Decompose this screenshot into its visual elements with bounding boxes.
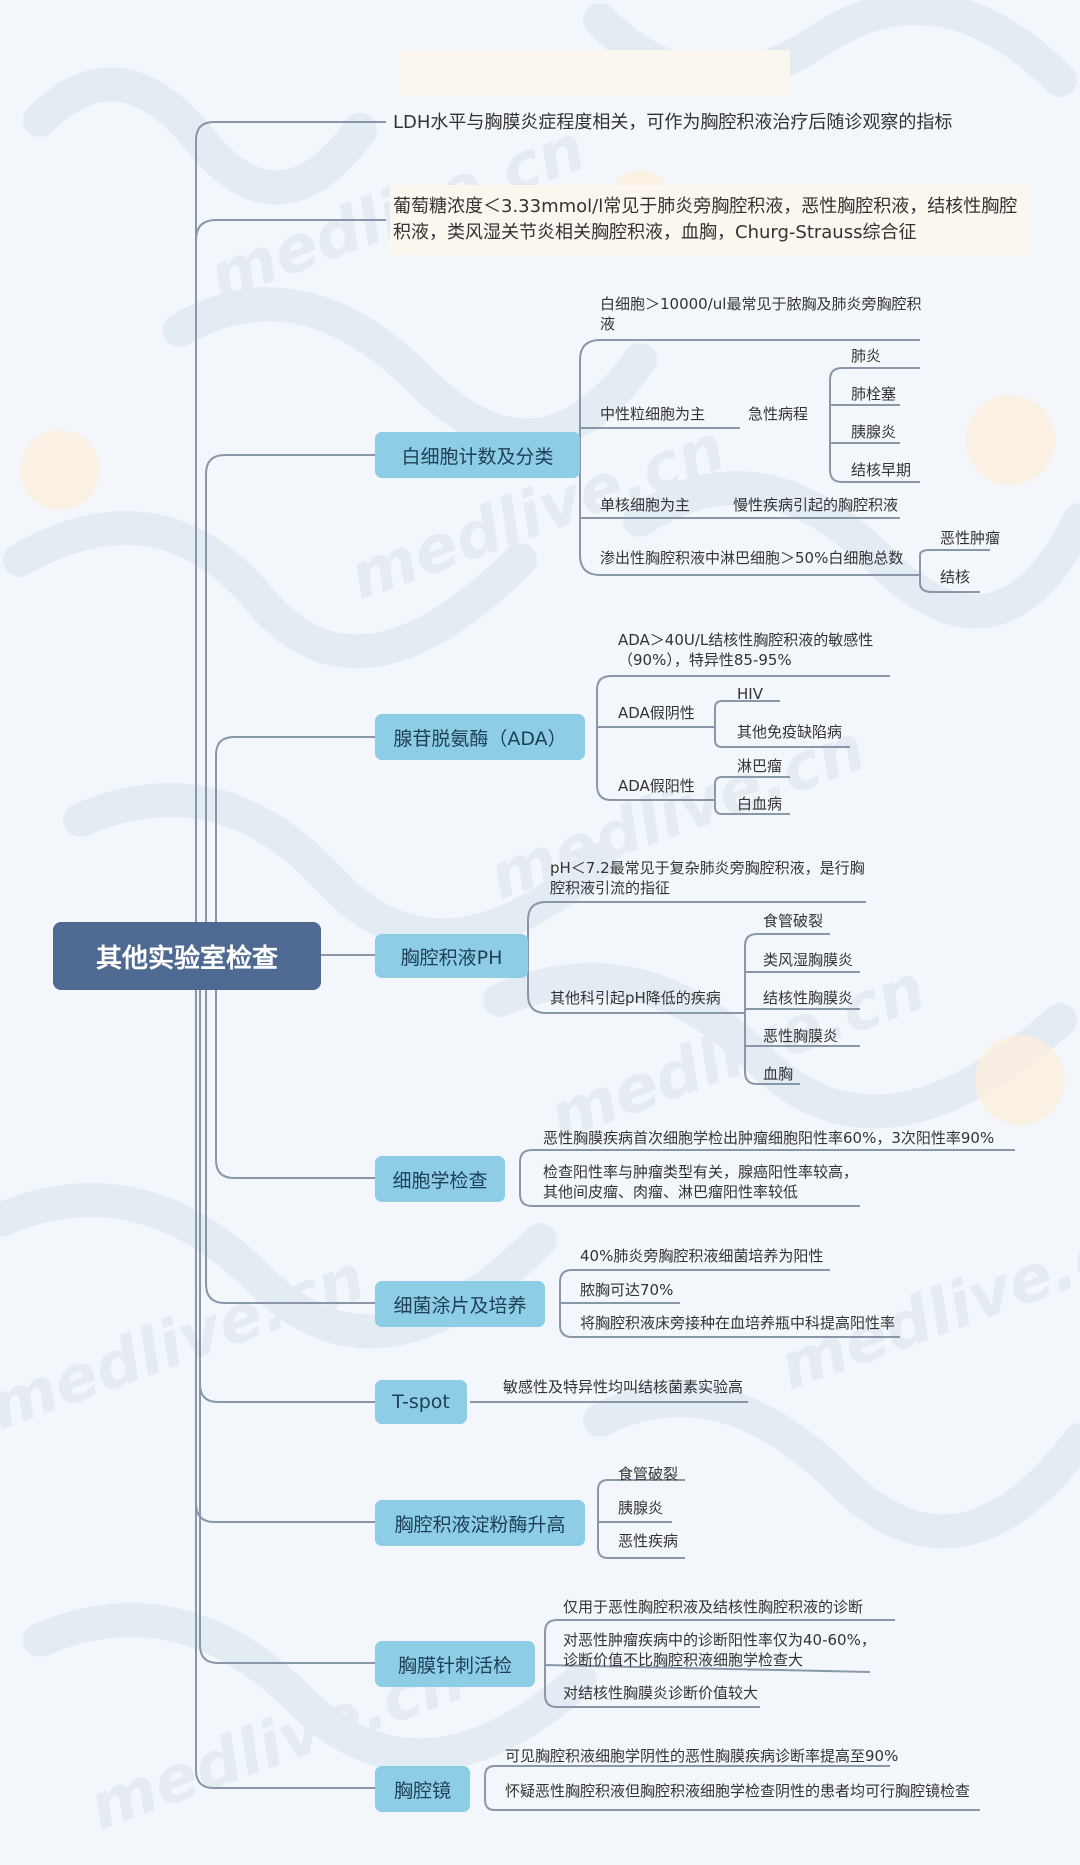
cytology-item: 检查阳性率与肿瘤类型有关，腺癌阳性率较高，其他间皮瘤、肉瘤、淋巴瘤阳性率较低 [543,1163,859,1201]
node-bacteria: 细菌涂片及培养 [375,1281,545,1327]
ph-note: pH＜7.2最常见于复杂肺炎旁胸腔积液，是行胸腔积液引流的指征 [550,859,865,897]
connector-wbc-acute-mid [830,404,900,444]
wbc-chronic: 慢性疾病引起的胸腔积液 [733,496,899,514]
watermark-logo-shape [3,511,537,669]
biopsy-item: 对恶性肿瘤疾病中的诊断阳性率仅为40-60%，诊断价值不比胸腔积液细胞学检查大 [563,1631,876,1669]
connector-root-bact [205,975,375,1304]
ada-falsepos: ADA假阳性 [618,777,695,795]
node-amylase: 胸腔积液淀粉酶升高 [375,1500,585,1546]
wbc-neutro: 中性粒细胞为主 [600,405,706,423]
wbc-lymph-item: 结核 [940,568,971,586]
wbc-mono: 单核细胞为主 [600,496,691,514]
connector-root-ldh [195,121,386,960]
amylase-item: 胰腺炎 [618,1499,664,1517]
bacteria-item: 脓胸可达70% [580,1281,674,1299]
connector-root-scope [195,995,375,1789]
wbc-lymph-item: 恶性肿瘤 [940,529,1001,547]
connector-root-glucose [195,219,386,241]
connector-root-cyto [215,970,375,1179]
watermark-dot [20,430,100,510]
ph-item: 血胸 [763,1065,794,1083]
watermark-logo-shape [23,67,377,205]
ph-other: 其他科引起pH降低的疾病 [550,989,721,1007]
bacteria-item: 将胸腔积液床旁接种在血培养瓶中科提高阳性率 [580,1314,896,1332]
tspot-item: 敏感性及特异性均叫结核菌素实验高 [503,1378,744,1396]
connector-scope [484,1765,980,1811]
connector-wbc-trunk [579,339,920,455]
connector-root-amylase [195,985,375,1523]
wbc-lymph: 渗出性胸腔积液中淋巴细胞＞50%白细胞总数 [600,549,904,567]
ada-sensitivity: ADA＞40U/L结核性胸腔积液的敏感性（90%），特异性85-95% [618,631,874,669]
amylase-item: 食管破裂 [618,1465,679,1483]
node-ph: 胸腔积液PH [375,934,528,978]
root-node: 其他实验室检查 [53,922,321,990]
biopsy-item: 对结核性胸膜炎诊断价值较大 [563,1684,759,1702]
wbc-acute-item: 胰腺炎 [851,423,897,441]
node-wbc: 白细胞计数及分类 [375,432,580,478]
connector-ph-items [744,933,860,1085]
node-ada: 腺苷脱氨酶（ADA） [375,714,585,760]
biopsy-item: 仅用于恶性胸腔积液及结核性胸腔积液的诊断 [563,1598,864,1616]
watermark-logo-shape [23,1603,597,1773]
connector-root-ada [215,736,375,950]
ph-item: 食管破裂 [763,912,824,930]
ph-item: 结核性胸膜炎 [763,989,854,1007]
wbc-acute: 急性病程 [748,405,809,423]
ph-item: 恶性胸膜炎 [763,1027,839,1045]
wbc-acute-item: 肺炎 [851,347,882,365]
node-biopsy: 胸膜针刺活检 [375,1641,535,1687]
connector-wbc-acute-bottom [829,428,920,483]
ldh-note: LDH水平与胸膜炎症程度相关，可作为胸腔积液治疗后随诊观察的指标 [393,112,953,133]
node-thoracoscopy: 胸腔镜 [375,1766,470,1812]
note-highlight [390,185,1030,255]
ada-falseneg-item: HIV [737,685,763,703]
connector-bact [559,1269,900,1338]
connector-root-biopsy [199,990,375,1664]
watermark-dot [965,395,1055,485]
ada-falseneg: ADA假阴性 [618,704,695,722]
watermark-logo-shape [163,287,657,453]
ada-falsepos-item: 白血病 [737,795,783,813]
connector-ada-falsepos-branch [714,776,790,815]
bacteria-item: 40%肺炎旁胸腔积液细菌培养为阳性 [580,1247,824,1265]
watermark-logo-shape [623,471,1080,629]
connector-ph-trunk [527,901,866,955]
connector-wbc-acute-trunk [829,367,920,428]
watermark-dot [975,1035,1065,1125]
wbc-high-note: 白细胞＞10000/ul最常见于脓胸及肺炎旁胸腔积液 [600,295,922,333]
cytology-item: 恶性胸膜疾病首次细胞学检出肿瘤细胞阳性率60%，3次阳性率90% [543,1129,995,1147]
amylase-item: 恶性疾病 [618,1532,679,1550]
connector-wbc-trunk-lower [579,455,920,576]
wbc-acute-item: 结核早期 [851,461,912,479]
ph-item: 类风湿胸膜炎 [763,951,854,969]
thoracoscopy-item: 可见胸腔积液细胞学阴性的恶性胸膜疾病诊断率提高至90% [505,1747,899,1765]
connector-cyto [519,1149,1015,1207]
ada-falsepos-item: 淋巴瘤 [737,757,783,775]
wbc-acute-item: 肺栓塞 [851,385,897,403]
connector-ada-trunk-lower [596,737,715,801]
node-cytology: 细胞学检查 [375,1156,505,1202]
connector-root-tspot [199,980,375,1403]
connector-ada-trunk [596,675,890,737]
note-highlight [400,50,790,96]
connector-ph-trunk-lower [527,955,745,1014]
connector-root-wbc [205,454,375,950]
ada-falseneg-item: 其他免疫缺陷病 [737,723,843,741]
glucose-note: 葡萄糖浓度＜3.33mmol/l常见于肺炎旁胸腔积液，恶性胸腔积液，结核性胸腔积… [393,196,1018,243]
connector-biopsy [544,1619,895,1708]
node-tspot: T-spot [375,1380,467,1424]
watermark-logo-shape [583,1383,1080,1549]
connector-amylase [597,1479,685,1559]
thoracoscopy-item: 怀疑恶性胸腔积液但胸腔积液细胞学检查阴性的患者均可行胸腔镜检查 [505,1782,971,1800]
watermark-logo-shape [483,963,1077,1129]
connector-wbc-lymph [919,549,990,593]
watermark-logo-shape [63,783,617,953]
connector-ada-falseneg-branch [714,700,850,748]
